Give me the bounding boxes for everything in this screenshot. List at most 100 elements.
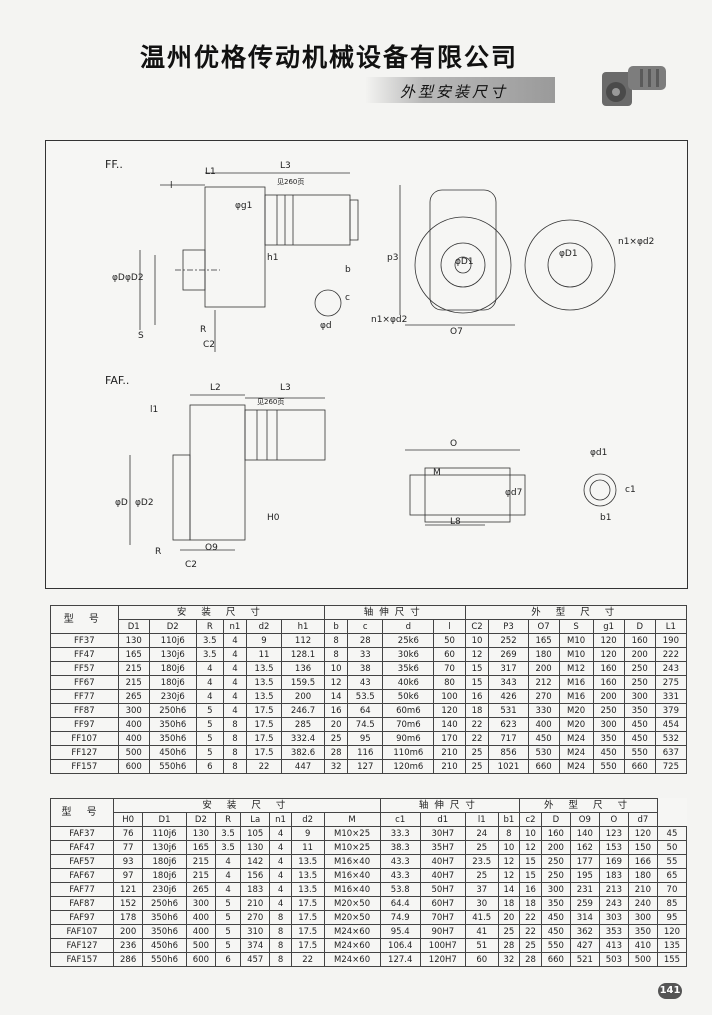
outline-dims-header: 外 型 尺 寸 [519,798,658,813]
drawing-frame [45,140,688,589]
table-cell: 16 [464,689,490,704]
faf-d1-label: φd1 [590,448,607,458]
table-cell: 4 [269,896,292,911]
table-cell: 40H7 [419,868,466,883]
column-header: D2 [185,812,216,827]
table-cell: M20 [558,703,594,718]
column-header: O [598,812,629,827]
ff-note-label: 见260页 [277,178,304,186]
table-cell: 4 [195,675,224,690]
table-cell: 60H7 [419,896,466,911]
table-cell: M16×40 [323,882,381,897]
table-cell: 130 [117,633,150,648]
table-cell: 450 [592,745,625,760]
ff-D-label: φD [112,273,125,283]
table-cell: 33 [347,647,384,662]
table-cell: 250h6 [148,703,197,718]
table-cell: 15 [464,661,490,676]
table-cell: 8 [269,910,292,925]
table-cell: 5 [214,938,242,953]
table-cell: 215 [185,854,216,869]
table-cell: 350h6 [148,717,197,732]
table-cell: 120 [656,924,688,939]
table-cell: 600 [185,952,216,967]
model-cell: FAF127 [49,938,115,953]
table-cell: M24 [558,759,594,774]
table-cell: 275 [654,675,688,690]
column-header: d1 [419,812,466,827]
table-cell: 265 [117,689,150,704]
ff-d-label: φd [320,321,332,331]
model-cell: FF127 [50,745,119,760]
model-cell: FAF107 [49,924,115,939]
table-cell: 400 [117,717,150,732]
column-header: n1 [222,619,247,634]
table-cell: 230j6 [148,689,197,704]
faf-note-label: 见260页 [257,398,284,406]
table-cell: 314 [569,910,600,925]
model-cell: FF67 [50,675,119,690]
table-cell: 11 [245,647,283,662]
table-cell: 35H7 [419,840,466,855]
table-cell: 127 [347,759,384,774]
table-cell: 25 [497,924,521,939]
table-cell: 200 [113,924,144,939]
table-cell: 121 [113,882,144,897]
table-cell: 13.5 [290,854,325,869]
table-cell: 13.5 [245,661,283,676]
faf-side-view: FAF.. L2 L3 见260页 l1 φD φD2 H0 O9 R C2 [105,374,326,570]
table-cell: 15 [464,675,490,690]
table-cell: 50k6 [382,689,435,704]
table-cell: 213 [598,882,629,897]
table-cell: 24 [464,826,499,841]
table-cell: 343 [488,675,529,690]
column-header: c1 [379,812,421,827]
table-cell: 286 [113,952,144,967]
table-cell: 32 [497,952,521,967]
table-cell: 5 [214,896,242,911]
table-cell: M24×60 [323,924,381,939]
table-cell: 5 [195,731,224,746]
table-cell: 180 [627,868,658,883]
faf-c1-label: c1 [625,485,636,495]
table-cell: 230j6 [142,882,187,897]
table-cell: 60 [433,647,466,662]
table-cell: 160 [592,675,625,690]
table-cell: 374 [240,938,271,953]
table-cell: 13.5 [245,675,283,690]
table-cell: 660 [540,952,571,967]
table-cell: 60 [464,952,499,967]
table-cell: 90m6 [382,731,435,746]
table-cell: 317 [488,661,529,676]
model-header: 型 号 [50,605,119,634]
table-cell: 4 [269,826,292,841]
table-cell: M10×25 [323,826,381,841]
table-cell: 95.4 [379,924,421,939]
table-cell: 4 [222,647,247,662]
column-header: P3 [488,619,529,634]
table-cell: 40H7 [419,854,466,869]
faf-L8-label: L8 [450,517,461,527]
table-cell: 90H7 [419,924,466,939]
table-cell: 331 [654,689,688,704]
table-cell: 41 [464,924,499,939]
faf-D2-label: φD2 [135,498,154,508]
table-cell: 120 [592,647,625,662]
table-cell: 17.5 [290,938,325,953]
model-cell: FF77 [50,689,119,704]
table-cell: 25 [464,868,499,883]
install-dims-header: 安 装 尺 寸 [117,605,326,620]
table-cell: 660 [623,759,656,774]
table-cell: 22 [245,759,283,774]
table-cell: 450 [527,731,560,746]
model-cell: FF97 [50,717,119,732]
table-cell: 105 [240,826,271,841]
table-cell: 25 [464,745,490,760]
table-cell: 153 [598,840,629,855]
column-header: D [623,619,656,634]
table-cell: 17.5 [245,703,283,718]
